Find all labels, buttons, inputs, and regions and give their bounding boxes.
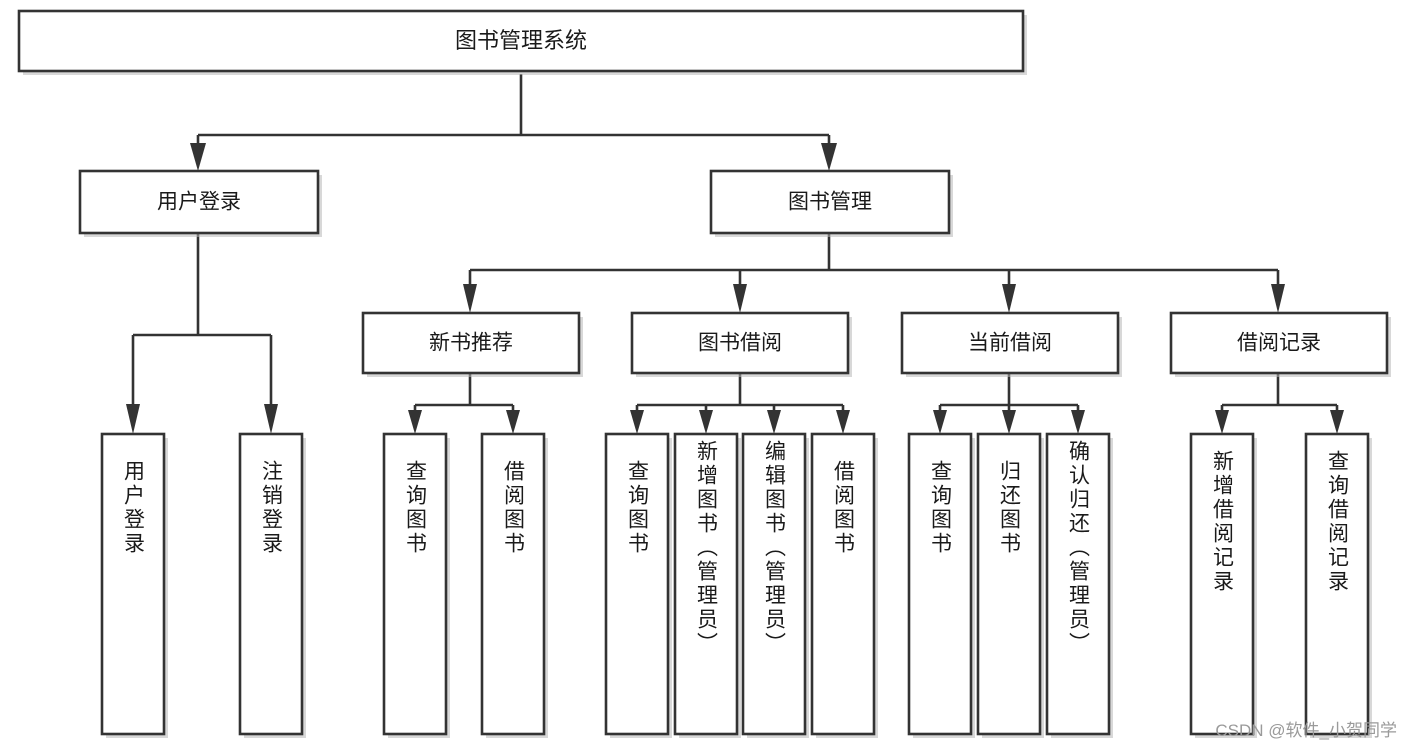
- arrow-head-leaf-confirm-return: [1071, 410, 1085, 434]
- arrow-head-leaf-return-book: [1002, 410, 1016, 434]
- node-current-borrow-box[interactable]: [900, 311, 1120, 375]
- leaf-node-confirm-return[interactable]: [1045, 432, 1113, 738]
- csdn-watermark: CSDN @软件_小贺同学: [1215, 721, 1397, 740]
- leaf-node-borrow-book-1[interactable]: [480, 432, 548, 738]
- node-book-manage-box[interactable]: [709, 169, 951, 235]
- leaf-add-book-box[interactable]: [673, 432, 739, 736]
- node-current-borrow[interactable]: 当前借阅: [900, 311, 1122, 377]
- leaf-node-user-logout[interactable]: [238, 432, 306, 738]
- arrow-head-book-borrow: [733, 284, 747, 313]
- leaf-query-book-3-box[interactable]: [907, 432, 973, 736]
- node-root-box[interactable]: [17, 9, 1025, 73]
- leaf-query-record-box[interactable]: [1304, 432, 1370, 736]
- arrow-head-leaf-add-book: [699, 410, 713, 434]
- node-current-borrow-label: 当前借阅: [968, 332, 1052, 355]
- arrow-head-leaf-query-book-1: [408, 410, 422, 434]
- leaf-return-book-box[interactable]: [976, 432, 1042, 736]
- connector-group-new-book-recommend: [408, 374, 520, 434]
- node-book-borrow[interactable]: 图书借阅: [630, 311, 852, 377]
- node-book-manage[interactable]: 图书管理: [709, 169, 953, 237]
- leaf-node-user-login[interactable]: [100, 432, 168, 738]
- connector-group-user-login: [126, 233, 278, 434]
- arrow-head-borrow-record: [1271, 284, 1285, 313]
- leaf-node-add-book[interactable]: [673, 432, 741, 738]
- leaf-node-edit-book[interactable]: [741, 432, 809, 738]
- leaf-borrow-book-1-box[interactable]: [480, 432, 546, 736]
- node-new-book-recommend-label: 新书推荐: [429, 332, 513, 355]
- arrow-head-leaf-user-login: [126, 404, 140, 434]
- node-book-borrow-box[interactable]: [630, 311, 850, 375]
- leaf-add-record-box[interactable]: [1189, 432, 1255, 736]
- leaf-node-query-book-2[interactable]: [604, 432, 672, 738]
- leaf-confirm-return-box[interactable]: [1045, 432, 1111, 736]
- node-user-login-label: 用户登录: [157, 191, 241, 214]
- arrow-head-current-borrow: [1002, 284, 1016, 313]
- leaf-node-add-record[interactable]: [1189, 432, 1257, 738]
- node-book-borrow-label: 图书借阅: [698, 332, 782, 355]
- node-book-manage-label: 图书管理: [788, 191, 872, 214]
- connector-group-borrow-record: [1215, 374, 1344, 434]
- arrow-head-leaf-query-record: [1330, 410, 1344, 434]
- node-user-login-box[interactable]: [78, 169, 320, 235]
- leaf-node-query-record[interactable]: [1304, 432, 1372, 738]
- connector-group-root: [190, 74, 837, 171]
- leaf-node-query-book-3[interactable]: [907, 432, 975, 738]
- leaf-node-borrow-book-2[interactable]: [810, 432, 878, 738]
- leaf-node-query-book-1[interactable]: [382, 432, 450, 738]
- arrow-head-user-login: [190, 143, 206, 171]
- node-user-login[interactable]: 用户登录: [78, 169, 322, 237]
- leaf-query-book-1-box[interactable]: [382, 432, 448, 736]
- arrow-head-leaf-user-logout: [264, 404, 278, 434]
- arrow-head-leaf-borrow-book-1: [506, 410, 520, 434]
- connector-group-book-borrow: [630, 374, 850, 434]
- node-root[interactable]: 图书管理系统: [17, 9, 1027, 75]
- leaf-query-book-2-box[interactable]: [604, 432, 670, 736]
- node-borrow-record[interactable]: 借阅记录: [1169, 311, 1391, 377]
- node-borrow-record-label: 借阅记录: [1237, 332, 1321, 355]
- node-borrow-record-box[interactable]: [1169, 311, 1389, 375]
- arrow-head-book-manage: [821, 143, 837, 171]
- node-root-label: 图书管理系统: [455, 28, 587, 53]
- arrow-head-leaf-query-book-2: [630, 410, 644, 434]
- leaf-user-login-box[interactable]: [100, 432, 166, 736]
- arrow-head-new-book-recommend: [463, 284, 477, 313]
- connector-group-current-borrow: [933, 374, 1085, 434]
- leaf-user-logout-box[interactable]: [238, 432, 304, 736]
- leaf-node-return-book[interactable]: [976, 432, 1044, 738]
- node-new-book-recommend[interactable]: 新书推荐: [361, 311, 583, 377]
- leaf-edit-book-box[interactable]: [741, 432, 807, 736]
- leaf-borrow-book-2-box[interactable]: [810, 432, 876, 736]
- node-new-book-recommend-box[interactable]: [361, 311, 581, 375]
- arrow-head-leaf-query-book-3: [933, 410, 947, 434]
- arrow-head-leaf-edit-book: [767, 410, 781, 434]
- arrow-head-leaf-add-record: [1215, 410, 1229, 434]
- arrow-head-leaf-borrow-book-2: [836, 410, 850, 434]
- connector-group-book-manage: [463, 233, 1285, 313]
